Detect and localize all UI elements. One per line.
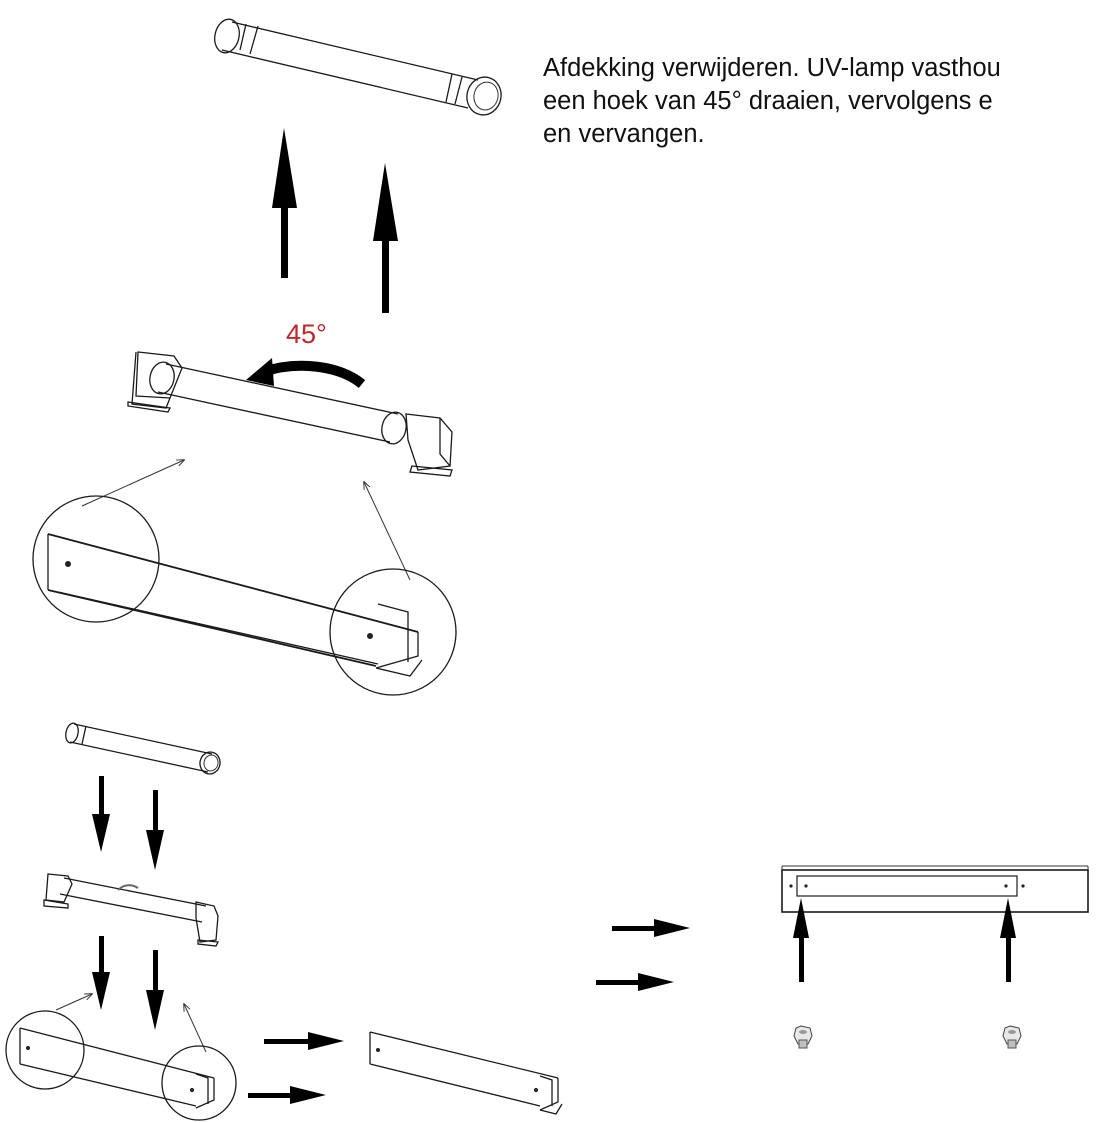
arrow-right-4-icon — [596, 973, 674, 991]
pointer-arrow-small-left-icon — [55, 994, 92, 1011]
mounting-channel — [47, 533, 423, 677]
pointer-arrow-right-icon — [364, 482, 411, 581]
rotate-arrow-icon — [246, 358, 366, 389]
arrow-right-1-icon — [264, 1032, 344, 1050]
screw-left-icon — [793, 1025, 813, 1049]
pointer-arrow-small-right-icon — [184, 1004, 207, 1053]
arrow-up-screw-right-icon — [1000, 898, 1016, 982]
uv-lamp-with-holders — [127, 351, 453, 477]
uv-lamp-removed — [214, 18, 502, 116]
detail-circle-small-right — [161, 1045, 237, 1121]
arrow-up-screw-left-icon — [793, 898, 809, 982]
mounting-channel-detached — [369, 1031, 563, 1115]
instruction-line-3: en vervangen. — [543, 120, 705, 148]
detail-circle-small-left — [5, 1010, 85, 1090]
detail-circle-right — [329, 568, 457, 696]
screw-right-icon — [1002, 1025, 1022, 1049]
arrow-down-1-icon — [92, 776, 110, 852]
instruction-text: Afdekking verwijderen. UV-lamp vasthou e… — [543, 52, 1098, 151]
arrow-right-3-icon — [612, 919, 690, 937]
mounting-channel-small — [19, 1027, 215, 1109]
arrow-right-2-icon — [248, 1086, 326, 1104]
arrow-down-2-icon — [146, 790, 164, 870]
uv-lamp-small — [65, 722, 221, 775]
pointer-arrow-left-icon — [81, 460, 184, 507]
arrow-down-4-icon — [146, 950, 164, 1030]
uv-lamp-holders-small — [43, 873, 220, 947]
instruction-line-2: een hoek van 45° draaien, vervolgens e — [543, 87, 993, 115]
instruction-line-1: Afdekking verwijderen. UV-lamp vasthou — [543, 54, 1001, 82]
arrow-up-left-icon — [272, 128, 297, 278]
arrow-up-right-icon — [373, 163, 398, 313]
channel-front-view — [781, 865, 1089, 913]
arrow-down-3-icon — [92, 936, 110, 1010]
rotation-angle-label: 45° — [286, 319, 327, 349]
detail-circle-left — [32, 495, 160, 623]
